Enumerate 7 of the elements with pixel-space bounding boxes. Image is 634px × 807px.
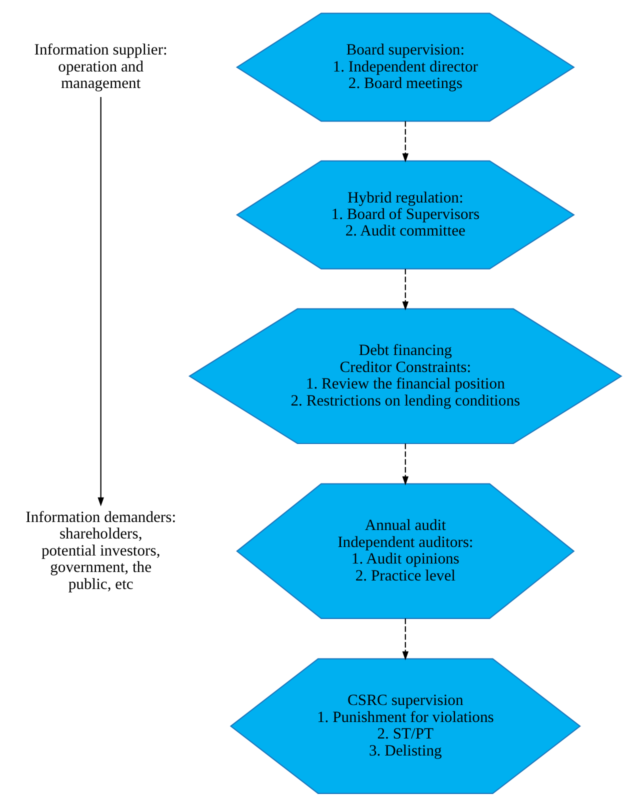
node-text: Information supplier: operation and management [34, 42, 168, 92]
arrow [402, 444, 409, 486]
arrow [402, 268, 409, 310]
node-text: Information demanders: shareholders, potential investors, government, the public, etc [26, 508, 176, 593]
arrow [98, 97, 104, 506]
arrow [402, 618, 409, 660]
arrow [402, 121, 409, 162]
